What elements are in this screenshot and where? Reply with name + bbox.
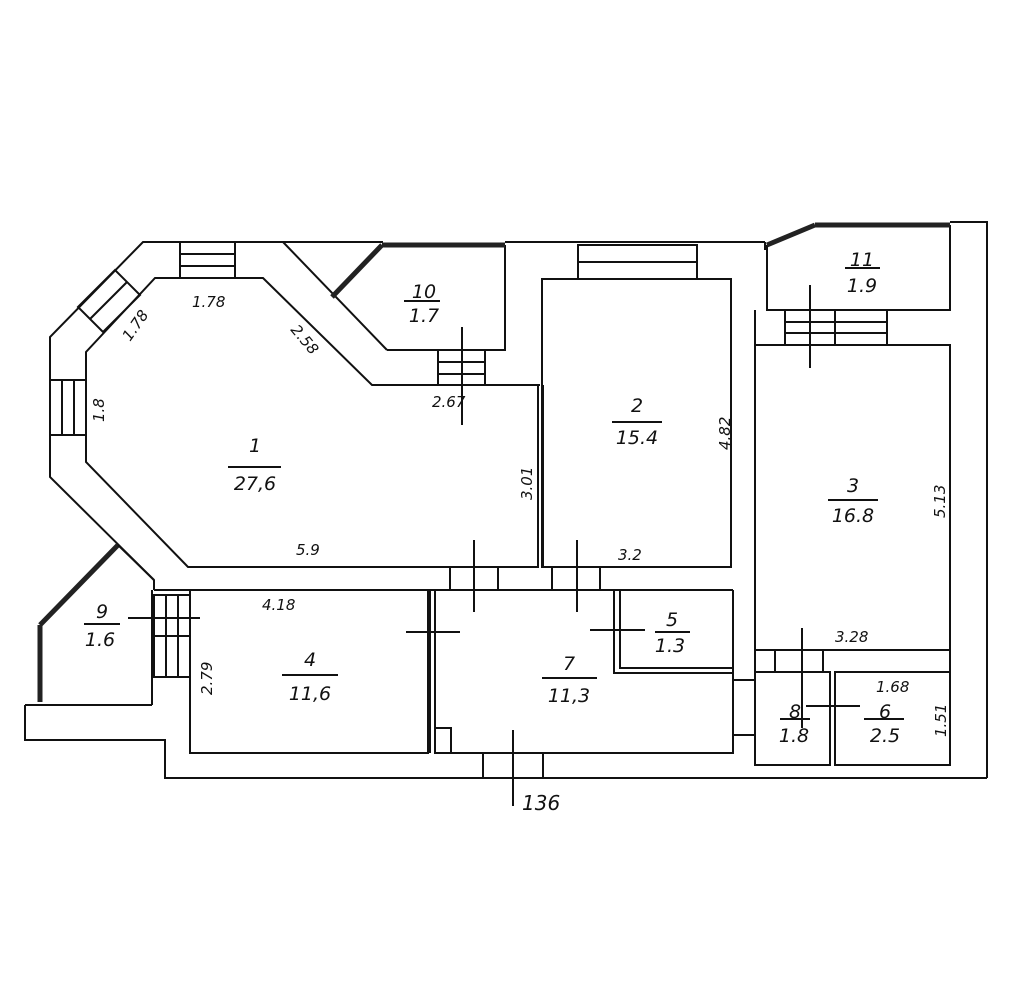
room-11-label: 111.9 [845,249,880,297]
room-6-label: 62.5 [864,701,904,747]
svg-text:1.8: 1.8 [779,725,809,747]
room-8-label: 81.8 [779,701,810,747]
svg-text:10: 10 [412,281,436,303]
room-labels: 127,6 215.4 316.8 411,6 51.3 62.5 711,3 … [84,249,904,747]
room-5-label: 51.3 [655,609,690,657]
window [330,243,384,299]
svg-text:5.13: 5.13 [931,485,949,518]
svg-text:4.18: 4.18 [262,596,295,614]
svg-text:1.7: 1.7 [409,305,439,327]
svg-text:5: 5 [666,609,678,631]
svg-text:2.67: 2.67 [432,393,466,411]
room-1-label: 127,6 [228,435,281,495]
svg-text:3.2: 3.2 [618,546,642,564]
svg-text:1.9: 1.9 [847,275,877,297]
svg-text:8: 8 [789,701,801,723]
svg-text:2.5: 2.5 [870,725,900,747]
svg-text:3: 3 [847,475,859,497]
svg-text:6: 6 [879,701,891,723]
svg-text:1.8: 1.8 [90,398,108,422]
svg-text:1.68: 1.68 [876,678,909,696]
svg-text:1: 1 [249,435,261,457]
svg-text:136: 136 [522,791,560,815]
svg-text:9: 9 [96,601,108,623]
svg-text:1.51: 1.51 [932,704,950,737]
svg-text:27,6: 27,6 [234,473,276,495]
svg-text:11: 11 [850,249,874,271]
svg-text:1.3: 1.3 [655,635,685,657]
svg-text:15.4: 15.4 [616,427,658,449]
svg-text:11,6: 11,6 [289,683,331,705]
svg-text:2.79: 2.79 [198,662,216,695]
svg-text:4.82: 4.82 [716,417,734,450]
room-3-label: 316.8 [828,475,878,527]
svg-text:16.8: 16.8 [832,505,874,527]
svg-text:5.9: 5.9 [296,541,320,559]
svg-text:2: 2 [631,395,643,417]
svg-text:3.28: 3.28 [835,628,868,646]
openings [49,241,888,779]
door-swing-marks [128,285,860,806]
svg-text:1.6: 1.6 [85,629,115,651]
svg-text:1.78: 1.78 [192,293,225,311]
room-9-label: 91.6 [84,601,120,651]
svg-text:7: 7 [563,653,575,675]
svg-text:3.01: 3.01 [518,467,536,500]
window [38,543,120,627]
svg-text:2.58: 2.58 [287,321,322,358]
svg-text:11,3: 11,3 [548,685,590,707]
room-10-label: 101.7 [404,281,440,327]
svg-text:4: 4 [304,649,316,671]
room-2-label: 215.4 [612,395,662,449]
dimension-labels: 1.78 1.78 2.58 1.8 2.67 3.01 5.9 4.82 3.… [90,293,950,815]
walls [24,221,988,779]
room-7-label: 711,3 [542,653,597,707]
window [766,222,816,248]
room-4-label: 411,6 [282,649,338,705]
